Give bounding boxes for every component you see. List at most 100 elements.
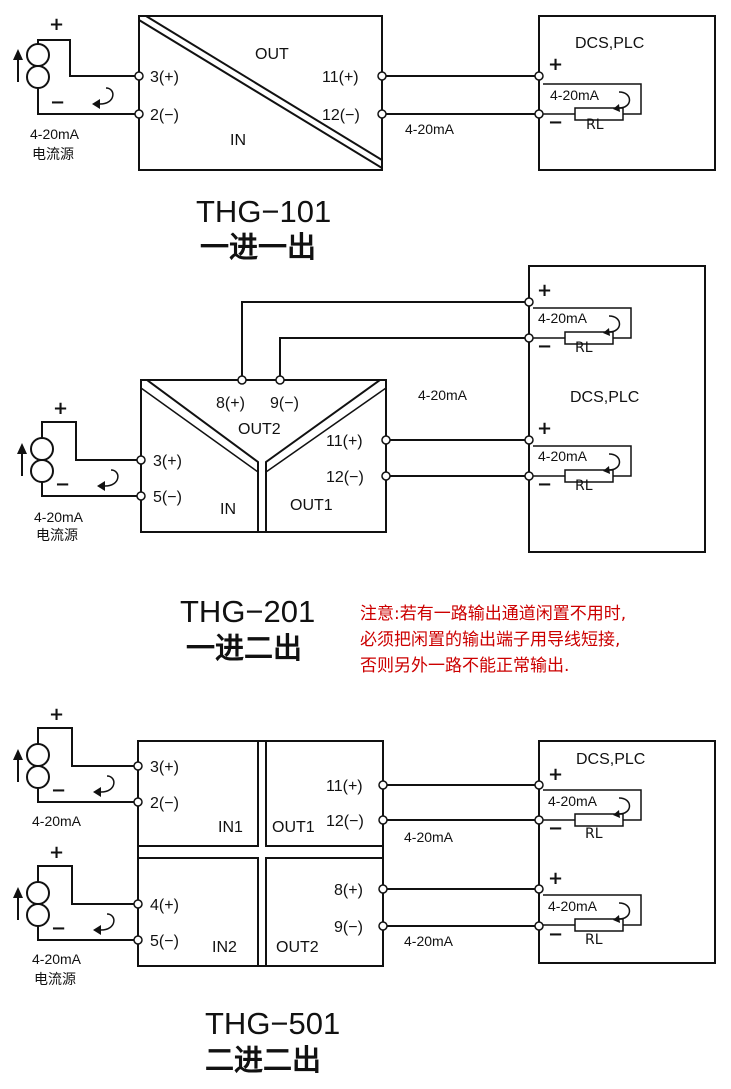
model-description: 一进二出 xyxy=(186,631,302,665)
terminal-label-12: 12(−) xyxy=(326,813,364,830)
terminal-3[interactable] xyxy=(133,761,143,771)
dcs-plus-sign: + xyxy=(548,868,563,889)
source-current-label: 4-20mA xyxy=(30,126,80,142)
current-arrow-icon xyxy=(91,87,114,110)
terminal-5[interactable] xyxy=(133,935,143,945)
diagram-thg-501: + − 4-20mA + − 4-20mA 电流源 IN1 OUT1 IN2 O… xyxy=(12,704,716,1077)
terminal-9[interactable] xyxy=(275,375,285,385)
terminal-label-3: 3(+) xyxy=(150,69,179,86)
out2-label: OUT2 xyxy=(238,421,281,438)
out1-label: OUT1 xyxy=(272,819,315,836)
terminal-label-3: 3(+) xyxy=(153,453,182,470)
terminal-label-5: 5(−) xyxy=(150,933,179,950)
plus-sign: + xyxy=(49,842,64,863)
dcs-terminal-neg-2[interactable] xyxy=(524,471,534,481)
note-line-1: 注意:若有一路输出通道闲置不用时, xyxy=(360,604,626,624)
load-current-label: 4-20mA xyxy=(550,87,600,103)
terminal-3[interactable] xyxy=(136,455,146,465)
current-source-icon xyxy=(12,743,50,789)
terminal-label-8: 8(+) xyxy=(216,395,245,412)
dcs-plus-sign: + xyxy=(537,418,552,439)
plus-sign: + xyxy=(49,704,64,725)
divider-line xyxy=(138,19,383,169)
terminal-label-11: 11(+) xyxy=(326,778,363,795)
dcs-terminal-pos-2[interactable] xyxy=(534,884,544,894)
dcs-terminal-neg-1[interactable] xyxy=(534,815,544,825)
minus-sign: − xyxy=(50,92,65,113)
terminal-12[interactable] xyxy=(378,815,388,825)
terminal-label-9: 9(−) xyxy=(270,395,299,412)
dcs-plc-label: DCS,PLC xyxy=(570,389,639,406)
dcs-minus-sign: − xyxy=(537,336,552,357)
dcs-minus-sign: − xyxy=(548,924,563,945)
dcs-plc-box xyxy=(528,265,706,553)
load-current-label: 4-20mA xyxy=(538,448,588,464)
terminal-label-12: 12(−) xyxy=(326,469,364,486)
diagram-thg-201: + − 4-20mA 电流源 OUT2 IN OUT1 3(+) 5(−) 8(… xyxy=(16,265,706,676)
model-title: THG−201 xyxy=(180,594,315,629)
module-box xyxy=(138,15,383,171)
terminal-9[interactable] xyxy=(378,921,388,931)
current-source-label: 电流源 xyxy=(34,972,76,988)
in2-label: IN2 xyxy=(212,939,237,956)
rl-label: RL xyxy=(575,478,593,494)
in-label: IN xyxy=(220,501,236,518)
out-label: OUT xyxy=(255,46,289,63)
rl-label: RL xyxy=(585,826,603,842)
source-current-label: 4-20mA xyxy=(32,813,82,829)
terminal-2[interactable] xyxy=(133,797,143,807)
current-source-icon xyxy=(16,437,54,483)
dcs-terminal-neg-2[interactable] xyxy=(534,921,544,931)
in1-label: IN1 xyxy=(218,819,243,836)
diagram-thg-101: + − 4-20mA 电流源 OUT IN 3(+) 2(−) 11(+) 12… xyxy=(12,14,716,264)
out2-label: OUT2 xyxy=(276,939,319,956)
dcs-plc-box xyxy=(538,740,716,964)
terminal-12[interactable] xyxy=(377,109,387,119)
minus-sign: − xyxy=(55,474,70,495)
plus-sign: + xyxy=(53,398,68,419)
dcs-plc-label: DCS,PLC xyxy=(575,35,644,52)
module-box xyxy=(137,740,384,967)
source-current-label: 4-20mA xyxy=(34,509,84,525)
terminal-4[interactable] xyxy=(133,899,143,909)
line-current-label: 4-20mA xyxy=(404,933,454,949)
terminal-8[interactable] xyxy=(237,375,247,385)
terminal-8[interactable] xyxy=(378,884,388,894)
current-source-label: 电流源 xyxy=(32,147,74,163)
model-title: THG−101 xyxy=(196,194,331,229)
line-current-label: 4-20mA xyxy=(418,387,468,403)
terminal-3[interactable] xyxy=(134,71,144,81)
terminal-11[interactable] xyxy=(381,435,391,445)
terminal-11[interactable] xyxy=(378,780,388,790)
terminal-label-12: 12(−) xyxy=(322,107,360,124)
terminal-label-3: 3(+) xyxy=(150,759,179,776)
dcs-plus-sign: + xyxy=(537,280,552,301)
terminal-label-11: 11(+) xyxy=(322,69,359,86)
note-line-3: 否则另外一路不能正常输出. xyxy=(360,656,569,676)
terminal-label-2: 2(−) xyxy=(150,795,179,812)
line-current-label: 4-20mA xyxy=(405,121,455,137)
rl-label: RL xyxy=(575,340,593,356)
in-label: IN xyxy=(230,132,246,149)
dcs-terminal-pos[interactable] xyxy=(534,71,544,81)
source-current-label: 4-20mA xyxy=(32,951,82,967)
dcs-terminal-pos-2[interactable] xyxy=(524,435,534,445)
dcs-terminal-pos-1[interactable] xyxy=(524,297,534,307)
terminal-label-8: 8(+) xyxy=(334,882,363,899)
terminal-12[interactable] xyxy=(381,471,391,481)
dcs-terminal-pos-1[interactable] xyxy=(534,780,544,790)
terminal-2[interactable] xyxy=(134,109,144,119)
dcs-terminal-neg-1[interactable] xyxy=(524,333,534,343)
terminal-5[interactable] xyxy=(136,491,146,501)
terminal-label-9: 9(−) xyxy=(334,919,363,936)
dcs-plus-sign: + xyxy=(548,764,563,785)
current-arrow-icon xyxy=(96,469,119,492)
current-source-icon xyxy=(12,881,50,927)
model-description: 一进一出 xyxy=(200,230,316,264)
load-current-label: 4-20mA xyxy=(548,898,598,914)
terminal-label-4: 4(+) xyxy=(150,897,179,914)
terminal-11[interactable] xyxy=(377,71,387,81)
dcs-minus-sign: − xyxy=(548,818,563,839)
dcs-terminal-neg[interactable] xyxy=(534,109,544,119)
